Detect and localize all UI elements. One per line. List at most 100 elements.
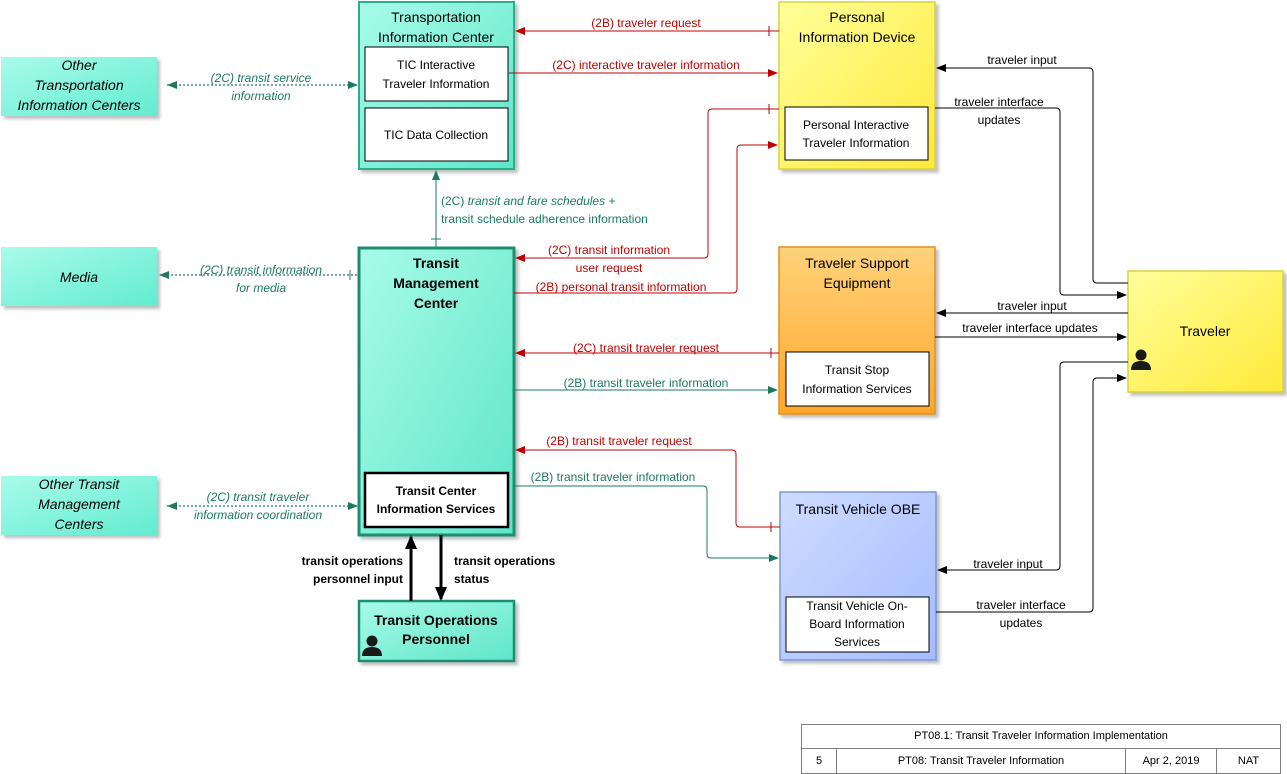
- tic-title-1: Transportation: [391, 9, 481, 25]
- flow-label: personnel input: [313, 572, 403, 586]
- flow-vehicle-traveler-input[interactable]: traveler input: [937, 361, 1128, 574]
- flow-label: traveler interface: [976, 598, 1066, 612]
- flow-label: transit operations: [302, 554, 404, 568]
- top-title-2: Personnel: [402, 631, 470, 647]
- flow-vehicle-traveler-interface-updates[interactable]: traveler interface updates: [936, 374, 1127, 630]
- traveler-title: Traveler: [1180, 323, 1231, 339]
- tvobe-onboard-label-3: Services: [834, 635, 880, 649]
- flow-label: traveler input: [987, 53, 1057, 67]
- footer-source: NAT: [1237, 755, 1260, 767]
- flow-transit-traveler-request-stop[interactable]: (2C) transit traveler request: [515, 341, 779, 358]
- tmc-info-services-label-1: Transit Center: [396, 484, 477, 498]
- person-icon: [1131, 349, 1151, 370]
- flow-label: status: [454, 572, 490, 586]
- flow-pid-traveler-input[interactable]: traveler input: [936, 53, 1128, 284]
- flow-transit-traveler-request-vehicle[interactable]: (2B) transit traveler request: [515, 434, 780, 532]
- flow-pid-traveler-interface-updates[interactable]: traveler interface updates: [935, 95, 1127, 299]
- node-transportation-information-center[interactable]: Transportation Information Center TIC In…: [358, 1, 515, 170]
- flow-transit-traveler-information-vehicle[interactable]: (2B) transit traveler information: [514, 470, 779, 562]
- flow-label: (2B) transit traveler request: [546, 434, 692, 448]
- node-other-transportation-information-centers[interactable]: Other Transportation Information Centers: [1, 57, 157, 116]
- node-transit-vehicle-obe[interactable]: Transit Vehicle OBE Transit Vehicle On- …: [779, 491, 937, 661]
- pid-title-1: Personal: [829, 9, 884, 25]
- node-transit-management-center[interactable]: Transit Management Center Transit Center…: [357, 246, 516, 537]
- top-title-1: Transit Operations: [374, 612, 498, 628]
- flow-label-italic: transit and fare schedules +: [468, 194, 616, 208]
- other-tic-label-3: Information Centers: [18, 97, 141, 113]
- flow-label: transit schedule adherence information: [441, 212, 648, 226]
- flow-label: (2C) transit information: [200, 263, 322, 277]
- tic-interactive-label-1: TIC Interactive: [397, 58, 475, 72]
- other-tic-label-1: Other: [61, 57, 97, 73]
- flow-transit-traveler-information-stop[interactable]: (2B) transit traveler information: [514, 376, 778, 394]
- footer-date: Apr 2, 2019: [1126, 749, 1217, 773]
- tmc-title-3: Center: [414, 295, 459, 311]
- flow-label: for media: [236, 281, 286, 295]
- node-other-transit-management-centers[interactable]: Other Transit Management Centers: [1, 476, 157, 535]
- tse-title-2: Equipment: [824, 275, 891, 291]
- tse-stop-services-box[interactable]: [785, 351, 930, 407]
- node-traveler-support-equipment[interactable]: Traveler Support Equipment Transit Stop …: [778, 246, 936, 415]
- footer-title: PT08.1: Transit Traveler Information Imp…: [802, 725, 1280, 749]
- flow-label: updates: [1000, 616, 1043, 630]
- tic-interactive-label-2: Traveler Information: [383, 77, 490, 91]
- flow-transit-operations-status[interactable]: transit operations status: [435, 535, 556, 601]
- diagram-footer: PT08.1: Transit Traveler Information Imp…: [801, 724, 1281, 774]
- flow-transit-service-information[interactable]: (2C) transit service information: [167, 71, 358, 103]
- other-tic-label-2: Transportation: [34, 77, 123, 93]
- flow-label: (2C) transit information: [548, 243, 670, 257]
- flow-label: (2B) traveler request: [591, 16, 701, 30]
- other-tmc-label-3: Centers: [54, 516, 103, 532]
- pid-title-2: Information Device: [799, 29, 916, 45]
- flow-transit-traveler-information-coordination[interactable]: (2C) transit traveler information coordi…: [167, 490, 358, 522]
- tvobe-title: Transit Vehicle OBE: [796, 501, 921, 517]
- flow-transit-and-fare-schedules[interactable]: (2C) transit and fare schedules + transi…: [431, 170, 648, 247]
- other-tmc-label-2: Management: [38, 496, 121, 512]
- node-personal-information-device[interactable]: Personal Information Device Personal Int…: [778, 1, 936, 170]
- tmc-title-1: Transit: [413, 255, 459, 271]
- flow-personal-transit-information[interactable]: (2B) personal transit information: [514, 141, 778, 294]
- pid-interactive-label-2: Traveler Information: [803, 136, 910, 150]
- footer-package: PT08: Transit Traveler Information: [837, 749, 1126, 773]
- tse-stop-services-label-1: Transit Stop: [825, 363, 890, 377]
- flow-label: transit operations: [454, 554, 556, 568]
- tvobe-onboard-box[interactable]: [785, 596, 930, 653]
- tmc-info-services-box[interactable]: [363, 471, 510, 529]
- flow-label: (2C) transit traveler: [207, 490, 311, 504]
- tic-data-collection-label: TIC Data Collection: [384, 128, 488, 142]
- person-icon: [362, 635, 382, 656]
- flow-transit-information-user-request[interactable]: (2C) transit information user request: [515, 104, 779, 275]
- pid-interactive-label-1: Personal Interactive: [803, 118, 909, 132]
- node-traveler[interactable]: Traveler: [1127, 270, 1284, 393]
- flow-label-prefix: (2C): [441, 194, 468, 208]
- tic-data-collection-box[interactable]: [364, 107, 509, 162]
- flow-tse-traveler-interface-updates[interactable]: traveler interface updates: [935, 321, 1127, 341]
- footer-number: 5: [802, 749, 837, 773]
- tic-title-2: Information Center: [378, 29, 494, 45]
- flow-label: (2C) interactive traveler information: [552, 58, 739, 72]
- node-transit-operations-personnel[interactable]: Transit Operations Personnel: [357, 599, 516, 663]
- tvobe-onboard-label-2: Board Information: [809, 617, 904, 631]
- tse-stop-services-label-2: Information Services: [802, 382, 911, 396]
- tvobe-onboard-label-1: Transit Vehicle On-: [806, 599, 908, 613]
- tic-interactive-box[interactable]: [364, 46, 509, 102]
- flow-label: (2C) transit traveler request: [573, 341, 720, 355]
- flow-label: traveler input: [973, 557, 1043, 571]
- flow-traveler-request[interactable]: (2B) traveler request: [515, 16, 779, 36]
- flow-tse-traveler-input[interactable]: traveler input: [936, 299, 1128, 317]
- flow-label: user request: [576, 261, 643, 275]
- node-media[interactable]: Media: [1, 247, 157, 306]
- flow-label: traveler input: [997, 299, 1067, 313]
- flow-label: information: [231, 89, 291, 103]
- flow-transit-operations-personnel-input[interactable]: transit operations personnel input: [302, 535, 417, 601]
- flow-label: traveler interface updates: [962, 321, 1097, 335]
- pid-interactive-box[interactable]: [784, 106, 929, 161]
- tse-title-1: Traveler Support: [805, 255, 909, 271]
- media-label: Media: [60, 269, 98, 285]
- flow-label: (2B) transit traveler information: [564, 376, 729, 390]
- flow-transit-information-for-media[interactable]: (2C) transit information for media: [159, 263, 357, 295]
- flow-interactive-traveler-information[interactable]: (2C) interactive traveler information: [509, 58, 778, 77]
- tmc-info-services-label-2: Information Services: [377, 502, 496, 516]
